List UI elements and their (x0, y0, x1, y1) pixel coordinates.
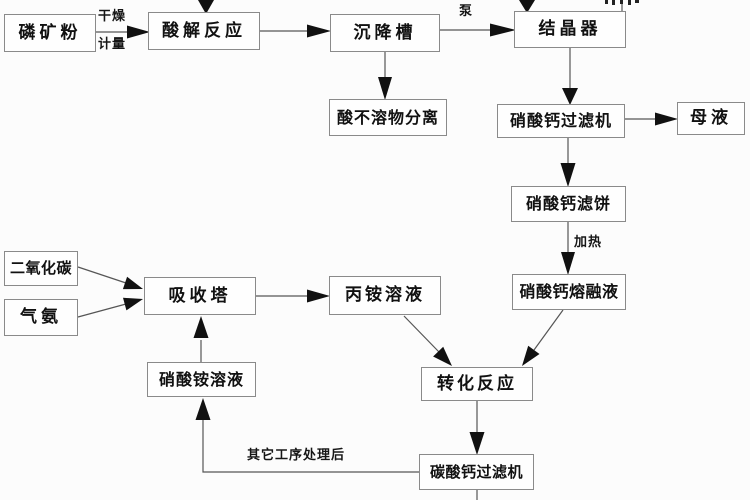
edge-label-drying: 干燥 (97, 8, 126, 24)
node-carbon-dioxide: 二氧化碳 (4, 251, 78, 286)
edge-label-pump: 泵 (458, 3, 473, 19)
connectors (77, 0, 655, 500)
node-mother-liquor: 母液 (677, 102, 745, 135)
node-ammonium-nitrate-solution: 硝酸铵溶液 (147, 362, 256, 397)
node-settling-tank: 沉降槽 (330, 14, 440, 52)
edge-label-after-other-processing: 其它工序处理后 (246, 447, 345, 463)
arrowheads (122, 0, 678, 455)
node-acidolysis-reaction: 酸解反应 (148, 12, 260, 50)
node-ammonia-gas: 气氨 (4, 299, 78, 336)
node-calcium-carbonate-filter: 碳酸钙过滤机 (419, 454, 534, 490)
node-calcium-nitrate-melt: 硝酸钙熔融液 (512, 274, 626, 310)
node-conversion-reaction: 转化反应 (421, 367, 533, 401)
node-calcium-nitrate-filter-cake: 硝酸钙滤饼 (511, 186, 626, 222)
node-acid-insoluble-separation: 酸不溶物分离 (329, 99, 447, 136)
node-ammonium-salt-solution: 丙铵溶液 (329, 276, 441, 315)
edge-label-metering: 计量 (97, 36, 126, 52)
cutoff-text-fragments (605, 0, 639, 5)
node-calcium-nitrate-filter: 硝酸钙过滤机 (497, 104, 625, 138)
node-phosphate-rock-powder: 磷矿粉 (4, 14, 96, 52)
edge-label-heating: 加热 (573, 234, 602, 250)
node-absorption-tower: 吸收塔 (144, 277, 256, 315)
node-crystallizer: 结晶器 (514, 11, 626, 48)
